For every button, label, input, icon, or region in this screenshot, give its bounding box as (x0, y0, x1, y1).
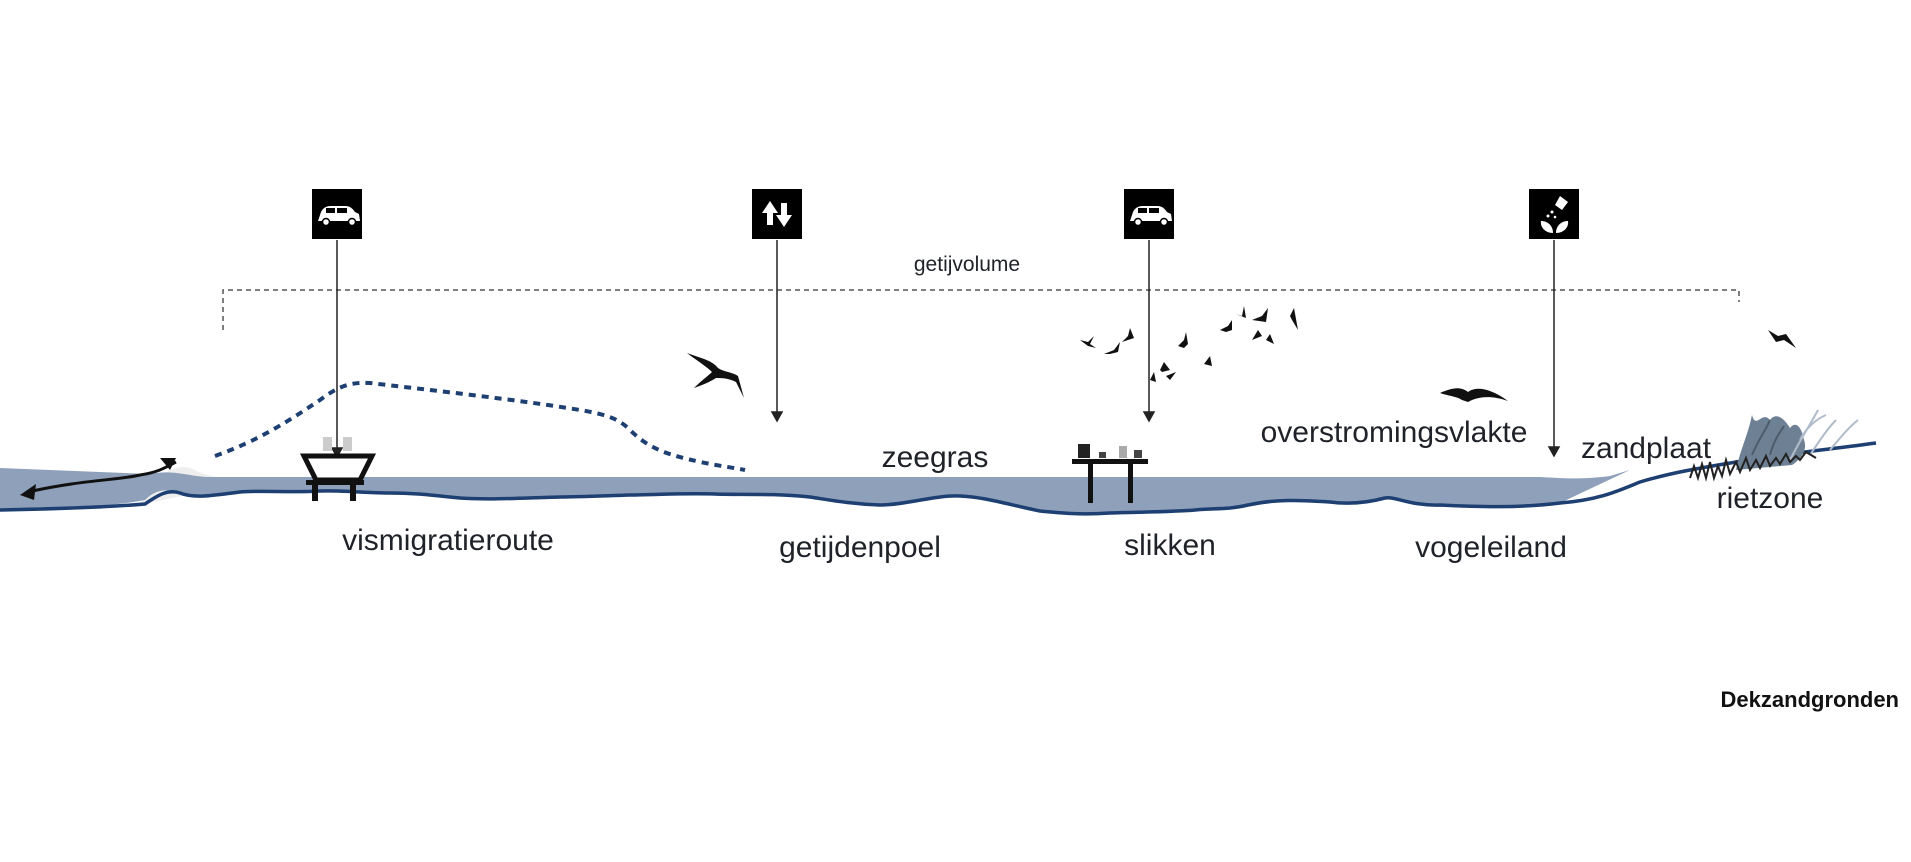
label-zandplaat: zandplaat (1581, 432, 1712, 465)
label-vismigratieroute: vismigratieroute (342, 524, 554, 557)
observation-pier (1072, 444, 1148, 503)
car-icon (1124, 189, 1174, 239)
tidal-volume-bracket (222, 289, 1740, 330)
label-overstromingsvlakte: overstromingsvlakte (1261, 416, 1528, 449)
reed-vegetation (1689, 409, 1859, 482)
water-body (0, 468, 1630, 514)
label-rietzone: rietzone (1717, 482, 1824, 515)
frigatebird-silhouette (687, 353, 744, 398)
bird-silhouette-gliding (1440, 388, 1508, 402)
label-zeegras: zeegras (882, 441, 989, 474)
boat-pavilion (299, 437, 377, 501)
bird-silhouette-right (1768, 330, 1796, 348)
arrows-up-down-icon (752, 189, 802, 239)
label-slikken: slikken (1124, 529, 1216, 562)
label-getijdenpoel: getijdenpoel (779, 531, 941, 564)
fish-migration-arrow (20, 458, 177, 500)
car-icon (312, 189, 362, 239)
dike-profile-dashed (214, 380, 746, 472)
soil-type-label: Dekzandgronden (1721, 687, 1899, 712)
seed-sowing-icon (1529, 189, 1579, 239)
tidal-volume-label: getijvolume (914, 253, 1020, 276)
icon-pointer-lines (330, 240, 1561, 459)
label-vogeleiland: vogeleiland (1415, 531, 1567, 564)
bird-flock (1080, 306, 1298, 382)
